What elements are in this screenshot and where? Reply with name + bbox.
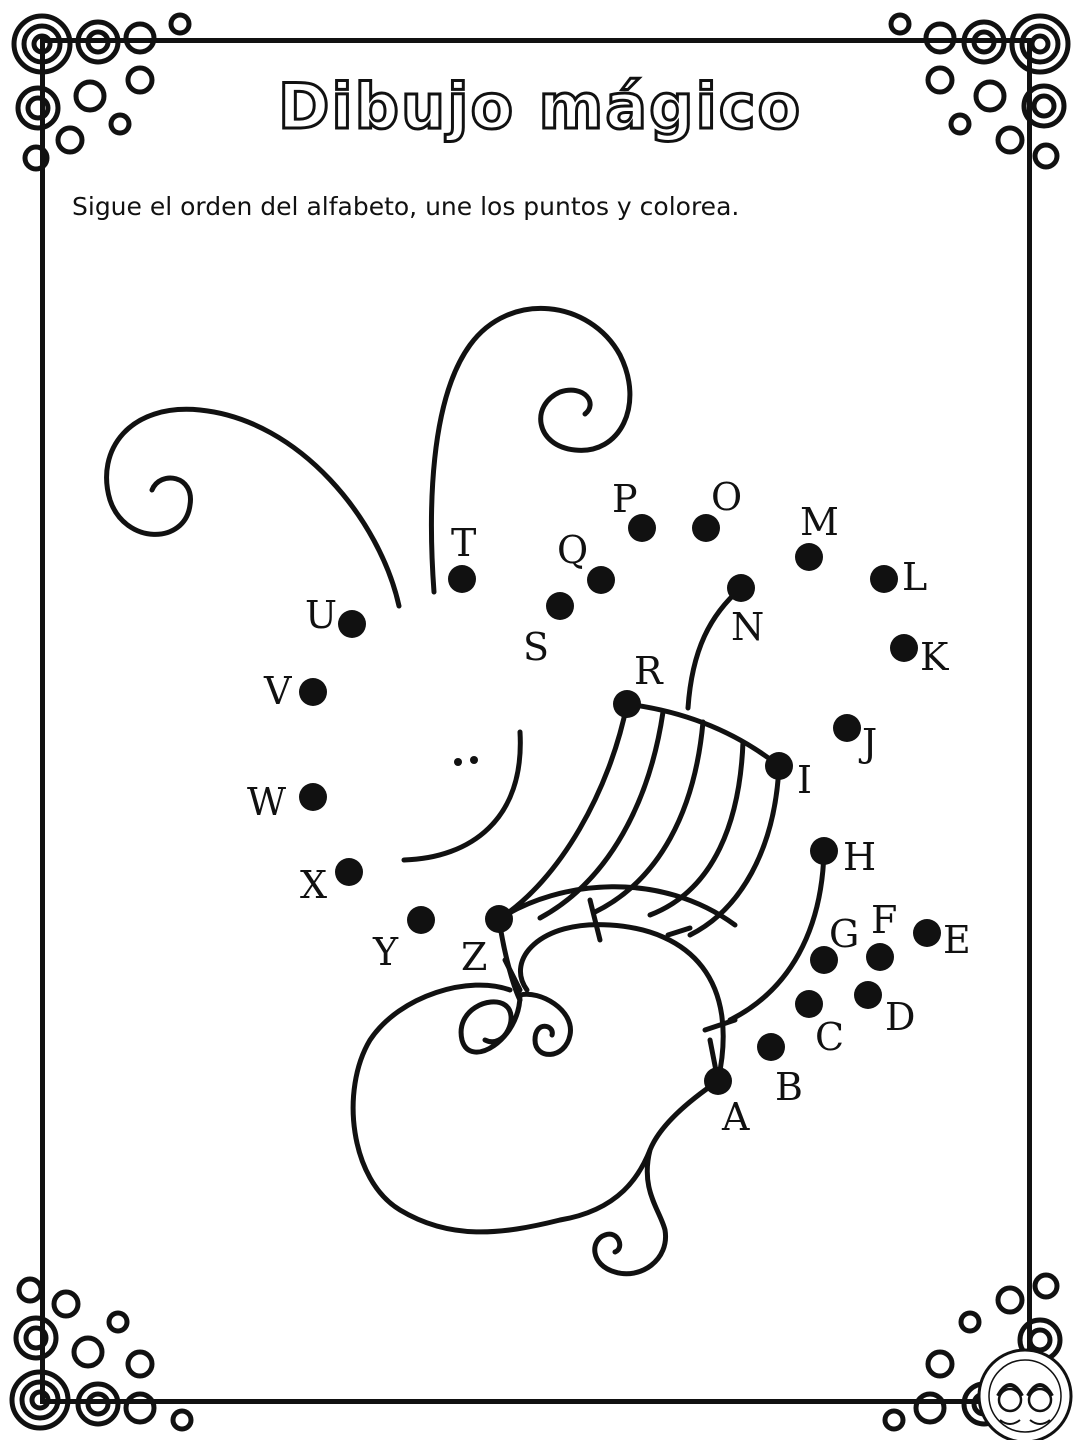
dot-label-w: W — [247, 780, 286, 824]
dot-f — [866, 943, 894, 971]
dot-o — [692, 514, 720, 542]
dot-label-l: L — [902, 555, 927, 599]
dot-p — [628, 514, 656, 542]
dot-l — [870, 565, 898, 593]
dot-j — [833, 714, 861, 742]
corner-decoration-top-left — [11, 12, 192, 172]
dot-u — [338, 610, 366, 638]
dot-z — [485, 905, 513, 933]
dot-label-m: M — [800, 500, 839, 544]
dot-label-y: Y — [372, 930, 399, 974]
inner-swirl — [458, 991, 573, 1057]
body-top — [624, 701, 782, 769]
eye-left — [454, 758, 462, 766]
dot-label-c: C — [815, 1015, 844, 1059]
dot-b — [757, 1033, 785, 1061]
dot-label-n: N — [731, 605, 764, 649]
smile — [401, 729, 523, 863]
dot-label-a: A — [721, 1095, 750, 1139]
right-antenna — [428, 305, 633, 595]
dot-label-x: X — [300, 863, 327, 907]
page-title: Dibujo mágico — [276, 69, 803, 145]
dot-s — [546, 592, 574, 620]
dot-c — [795, 990, 823, 1018]
dot-label-t: T — [451, 521, 476, 565]
dot-label-k: K — [920, 635, 949, 679]
dot-v — [299, 678, 327, 706]
dot-k — [890, 634, 918, 662]
dot-label-u: U — [305, 593, 337, 637]
dot-label-d: D — [885, 995, 915, 1039]
dot-e — [913, 919, 941, 947]
corner-decoration-bottom-left — [9, 1276, 194, 1432]
dot-r — [613, 690, 641, 718]
dot-g — [810, 946, 838, 974]
body-bottom — [496, 884, 738, 928]
dot-m — [795, 543, 823, 571]
dot-label-f: F — [871, 898, 897, 942]
dot-h — [810, 837, 838, 865]
dot-q — [587, 566, 615, 594]
dot-label-i: I — [797, 758, 812, 802]
dot-d — [854, 981, 882, 1009]
dot-t — [448, 565, 476, 593]
dot-label-g: G — [829, 912, 859, 956]
publisher-logo — [977, 1348, 1073, 1440]
instruction-text: Sigue el orden del alfabeto, une los pun… — [72, 192, 740, 221]
dot-i — [765, 752, 793, 780]
dot-label-b: B — [775, 1065, 803, 1109]
dot-label-v: V — [263, 669, 292, 713]
dot-label-j: J — [858, 721, 877, 765]
dot-label-r: R — [634, 649, 664, 693]
dot-label-z: Z — [461, 935, 487, 979]
corner-decoration-top-right — [888, 12, 1071, 170]
dot-a — [704, 1067, 732, 1095]
dot-label-s: S — [523, 625, 549, 669]
dot-label-h: H — [843, 835, 876, 879]
eye-right — [470, 756, 478, 764]
dot-n — [727, 574, 755, 602]
left-antenna — [104, 406, 402, 609]
dot-label-q: Q — [557, 528, 588, 572]
lower-body — [350, 982, 721, 1235]
dot-x — [335, 858, 363, 886]
dot-label-p: P — [612, 477, 638, 521]
line-h — [727, 848, 827, 1023]
dot-label-e: E — [943, 918, 971, 962]
dot-w — [299, 783, 327, 811]
dot-layer — [299, 514, 941, 1095]
dot-y — [407, 906, 435, 934]
dot-label-o: O — [711, 475, 742, 519]
page-border — [40, 38, 1032, 1404]
